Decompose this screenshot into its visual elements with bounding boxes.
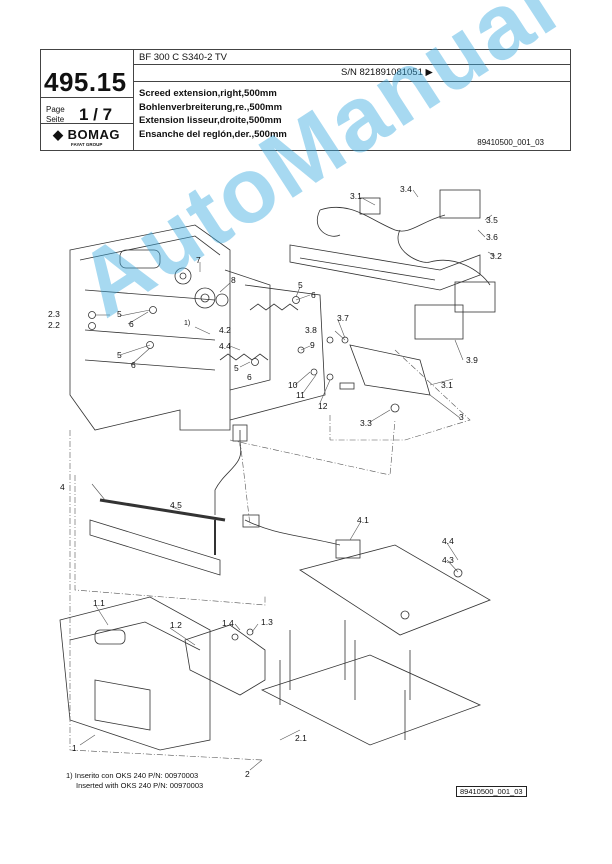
- part-titles: Screed extension,right,500mm Bohlenverbr…: [139, 87, 287, 141]
- callout: 4.5: [170, 500, 182, 510]
- callout: 5: [117, 309, 122, 319]
- callout: 1.1: [93, 598, 105, 608]
- callout: 4.2: [219, 325, 231, 335]
- callout: 6: [247, 372, 252, 382]
- callout: 4.4: [219, 341, 231, 351]
- drawing-code-box: 89410500_001_03: [456, 786, 527, 797]
- callout: 8: [231, 275, 236, 285]
- callout: 1.3: [261, 617, 273, 627]
- bracket-1-2: [184, 624, 266, 696]
- rail: [89, 519, 221, 576]
- callout: 7: [196, 255, 201, 265]
- callout: 2.2: [48, 320, 60, 330]
- plate-2-1: [260, 654, 482, 746]
- callout: 3.6: [486, 232, 498, 242]
- drawing-code: 89410500_001_03: [477, 138, 544, 147]
- title-de: Bohlenverbreiterung,re.,500mm: [139, 101, 283, 113]
- callout: 4.3: [442, 555, 454, 565]
- callout: 2.3: [48, 309, 60, 319]
- callout: 3.9: [466, 355, 478, 365]
- callout: 6: [131, 360, 136, 370]
- callout: 6: [129, 319, 134, 329]
- model-label: BF 300 C S340-2 TV: [139, 52, 228, 63]
- group-number: 495.15: [44, 67, 127, 97]
- callout: 12: [318, 401, 328, 411]
- callout: 1: [72, 743, 77, 753]
- bomag-logo: ◆ BOMAG: [53, 127, 120, 142]
- callout: 3.2: [490, 251, 502, 261]
- callout: 3.3: [360, 418, 372, 428]
- callout: 9: [310, 340, 315, 350]
- plate-4-3: [299, 544, 491, 636]
- title-fr: Extension lisseur,droite,500mm: [139, 115, 282, 126]
- page-number: 1 / 7: [79, 105, 113, 124]
- callout: 3.1: [350, 191, 362, 201]
- support-plate: [289, 244, 481, 291]
- callout: 3.8: [305, 325, 317, 335]
- callout: 10: [288, 380, 298, 390]
- callout: 4.1: [357, 515, 369, 525]
- callout: 2: [245, 769, 250, 779]
- connector-block: [414, 304, 464, 340]
- callout: 2.1: [295, 733, 307, 743]
- serial-number: S/N 821891081051 ▶: [341, 67, 433, 78]
- logo-subtitle: FAYAT GROUP: [71, 142, 103, 147]
- callout: 4: [60, 482, 65, 492]
- callout: 4.4: [442, 536, 454, 546]
- callout: 1): [184, 320, 191, 327]
- callout: 3: [459, 412, 464, 422]
- page-label: Page Seite: [46, 105, 65, 124]
- callout: 3.7: [337, 313, 349, 323]
- footnote: 1) Inserito con OKS 240 P/N: 00970003 In…: [66, 771, 204, 790]
- switch-assembly: [349, 344, 431, 396]
- callout: 1.4: [222, 618, 234, 628]
- callout: 1.2: [170, 620, 182, 630]
- callout: 3.4: [400, 184, 412, 194]
- callout: 3.5: [486, 215, 498, 225]
- callout: 3.1: [441, 380, 453, 390]
- callout: 11: [296, 390, 305, 400]
- callout: 6: [311, 290, 316, 300]
- title-es: Ensanche del reglón,der.,500mm: [139, 128, 287, 140]
- title-en: Screed extension,right,500mm: [139, 88, 277, 99]
- callout: 5: [117, 350, 122, 360]
- header-table: BF 300 C S340-2 TV S/N 821891081051 ▶ 49…: [40, 49, 571, 151]
- frame-main: [69, 224, 231, 431]
- callout: 5: [298, 280, 303, 290]
- callout: 5: [234, 363, 239, 373]
